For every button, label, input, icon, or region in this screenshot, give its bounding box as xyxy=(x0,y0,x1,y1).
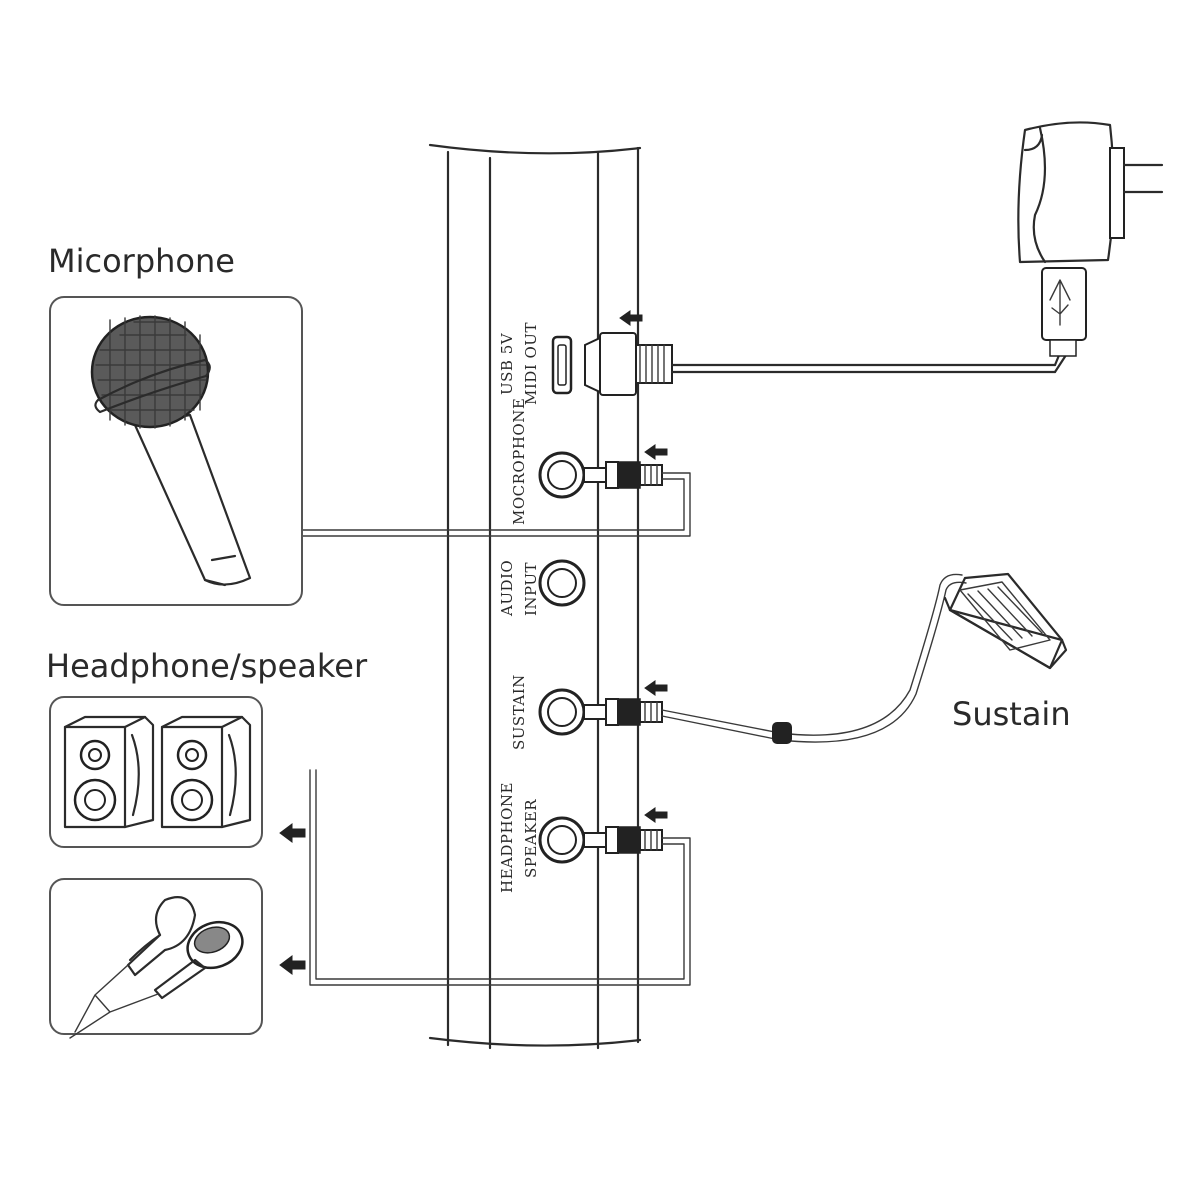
headphone-speaker-jack xyxy=(538,816,663,864)
svg-text:MIDI OUT: MIDI OUT xyxy=(522,322,540,405)
microphone-cable xyxy=(302,472,691,537)
port-label-audio-input: AUDIO INPUT xyxy=(498,560,540,617)
sustain-callout-label: Sustain xyxy=(952,695,1071,733)
sustain-cable-ferrite xyxy=(772,722,792,744)
sustain-cable xyxy=(661,573,967,743)
headphone-speaker-callout-label: Headphone/speaker xyxy=(46,647,368,685)
microphone-callout-label: Micorphone xyxy=(48,242,235,280)
svg-text:MOCROPHONE: MOCROPHONE xyxy=(510,398,528,525)
microphone-jack xyxy=(538,451,663,499)
microphone-icon xyxy=(90,315,252,587)
svg-text:AUDIO: AUDIO xyxy=(498,560,516,617)
svg-text:SUSTAIN: SUSTAIN xyxy=(510,674,528,750)
port-label-sustain: SUSTAIN xyxy=(510,674,528,750)
power-adapter xyxy=(1017,121,1164,357)
port-label-headphone-speaker: HEADPHONE SPEAKER xyxy=(498,782,540,893)
sustain-pedal xyxy=(943,572,1068,670)
headphone-output-arrow xyxy=(279,955,306,975)
usb-port xyxy=(551,335,573,395)
sustain-jack xyxy=(538,688,663,736)
usb-insert-arrow xyxy=(619,310,643,326)
port-label-usb-midi: USB 5V MIDI OUT xyxy=(498,322,540,405)
speaker-icon xyxy=(63,715,252,829)
headphone-speaker-cable xyxy=(309,769,691,986)
port-label-microphone: MOCROPHONE xyxy=(510,398,528,525)
microphone-insert-arrow xyxy=(644,444,668,460)
instrument-panel xyxy=(428,143,642,1050)
usb-cable xyxy=(670,363,1057,374)
svg-text:HEADPHONE: HEADPHONE xyxy=(498,782,516,893)
headphone-insert-arrow xyxy=(644,807,668,823)
sustain-insert-arrow xyxy=(644,680,668,696)
svg-text:INPUT: INPUT xyxy=(522,562,540,616)
audio-input-jack xyxy=(538,559,586,607)
earphone-icon xyxy=(69,896,244,1039)
svg-text:USB 5V: USB 5V xyxy=(498,332,516,395)
speaker-output-arrow xyxy=(279,823,306,843)
usb-plug xyxy=(584,332,673,396)
svg-text:SPEAKER: SPEAKER xyxy=(522,799,540,878)
